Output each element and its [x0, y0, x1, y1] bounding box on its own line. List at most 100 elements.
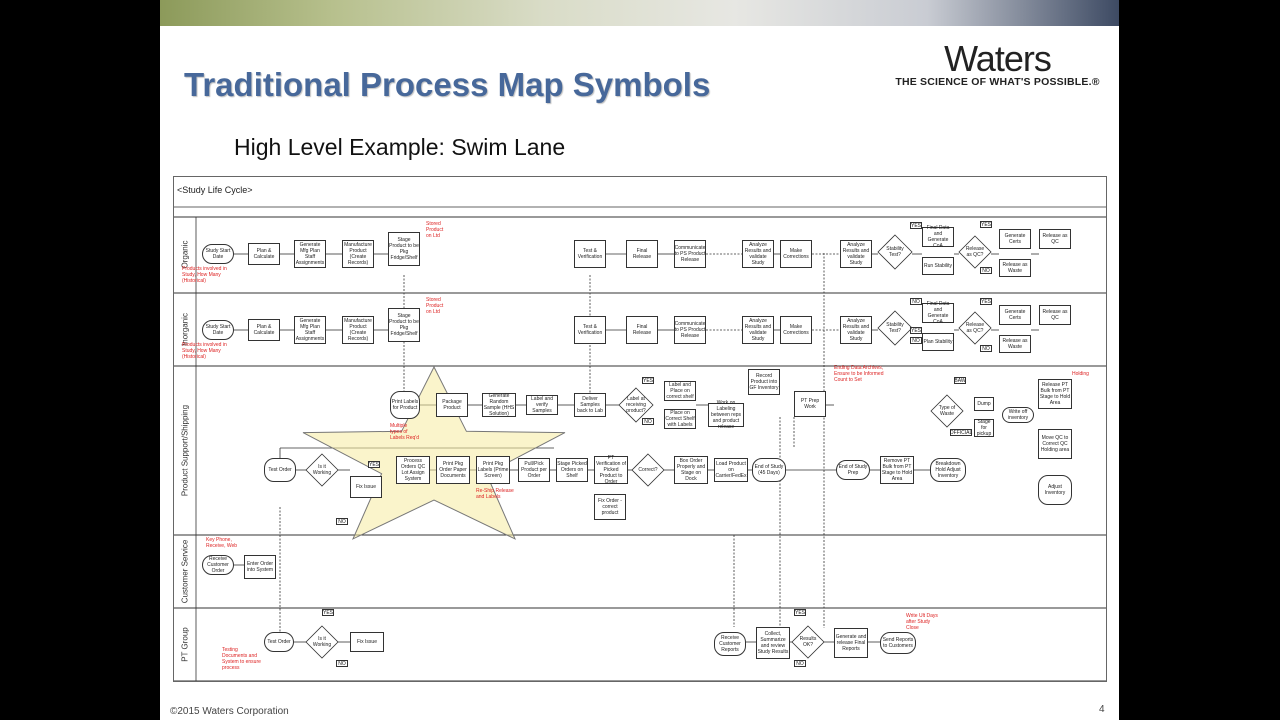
process-step: Final Data and Generate CoA	[922, 301, 954, 325]
process-step: Run Stability	[922, 257, 954, 275]
yes-no-flag: NO	[980, 267, 992, 274]
process-step: Generate Mfg Plan Staff Assignments	[294, 316, 326, 344]
is-working-decision: Is it Working	[312, 464, 332, 476]
red-annotation: Stored Product on Ltd	[426, 297, 444, 315]
process-step: Process Orders QC Lot Assign System	[396, 456, 430, 484]
process-step: Generate and release Final Reports	[834, 628, 868, 658]
process-step: Stage for pickup	[974, 419, 994, 437]
process-step: End of Study Prep	[836, 460, 870, 480]
process-step: Release PT Bulk from PT Stage to Hold Ar…	[1038, 379, 1072, 409]
process-step: Remove PT Bulk from PT Stage to Hold Are…	[880, 456, 914, 484]
process-step: Fix Issue	[350, 476, 382, 498]
lane-label: Inorganic	[180, 312, 190, 346]
process-step: Adjust Inventory	[1038, 475, 1072, 505]
process-step: Analyze Results and validate Study	[840, 240, 872, 268]
type-of-waste-decision: Type of Waste	[938, 405, 956, 417]
stability-test-decision: Stability Test?	[886, 246, 904, 258]
process-step: Collect, Summarize and review Study Resu…	[756, 627, 790, 659]
process-step: Analyze Results and validate Study	[742, 316, 774, 344]
red-annotation: Write Ult Days after Study Close	[906, 613, 938, 631]
yes-no-flag: YES	[910, 327, 922, 334]
process-step: Stage Picked Orders on Shelf	[556, 458, 588, 482]
process-step: Test & Verification	[574, 240, 606, 268]
process-step: Load Product on Carrier/FedEx	[714, 458, 748, 482]
process-step: Print Pkg Order Paper Documents	[436, 456, 470, 484]
start-step: Study Start Date	[202, 320, 234, 340]
lane-label: Product Support/Shipping	[180, 404, 190, 496]
yes-no-flag: NO	[910, 298, 922, 305]
process-step: Test & Verification	[574, 316, 606, 344]
red-annotation: Products involved in Study, How Many (Hi…	[182, 342, 227, 360]
process-step: Manufacture Product (Create Records)	[342, 240, 374, 268]
yes-no-flag: BAW	[954, 377, 966, 384]
correct-decision: Correct?	[638, 467, 658, 473]
label-decision: Label at receiving product?	[625, 396, 646, 414]
yes-no-flag: NO	[794, 660, 806, 667]
process-step: Receive Customer Order	[202, 555, 234, 575]
release-qc-decision: Release as QC?	[965, 322, 985, 334]
process-step: Make Corrections	[780, 240, 812, 268]
red-annotation: Stored Product on Ltd	[426, 221, 444, 239]
release-qc-decision-shape	[958, 311, 992, 345]
start-step: Study Start Date	[202, 244, 234, 264]
diagram-lines	[174, 206, 1106, 681]
yes-no-flag: NO	[336, 518, 348, 525]
process-step: Package Product	[436, 393, 468, 417]
process-step: Test Order	[264, 632, 294, 652]
logo-tagline: THE SCIENCE OF WHAT'S POSSIBLE.®	[895, 76, 1100, 88]
process-step: Generate Certs	[999, 305, 1031, 325]
process-step: Generate Mfg Plan Staff Assignments	[294, 240, 326, 268]
diagram-frame-label: <Study Life Cycle>	[177, 185, 253, 195]
process-step: Label and Place on correct shelf	[664, 381, 696, 401]
process-step: Stage Product to be Pkg Fridge/Shelf	[388, 308, 420, 342]
process-step: Print Labels for Product	[390, 391, 420, 419]
red-annotation: Testing Documents and System to ensure p…	[222, 647, 261, 671]
process-step: Write off inventory	[1002, 407, 1034, 423]
red-annotation: Multiple types of Labels Req'd	[390, 423, 420, 441]
slide-title: Traditional Process Map Symbols	[184, 66, 711, 103]
process-step: Label and verify Samples	[526, 395, 558, 415]
is-working-decision-shape	[305, 625, 339, 659]
correct-decision-shape	[631, 453, 665, 487]
process-step: Analyze Results and validate Study	[742, 240, 774, 268]
process-step: Plan & Calculate	[248, 319, 280, 341]
yes-no-flag: YES	[794, 609, 806, 616]
process-step: Analyze Results and validate Study	[840, 316, 872, 344]
process-step: Record Product into GF Inventory	[748, 369, 780, 395]
results-ok-decision: Results OK?	[799, 636, 817, 648]
process-step: PT Verification of Picked Product to Ord…	[594, 455, 628, 485]
red-annotation: Re-Ship Release and Labels	[476, 488, 514, 500]
process-step: Plan & Calculate	[248, 243, 280, 265]
process-step: Final Release	[626, 316, 658, 344]
process-step: Make Corrections	[780, 316, 812, 344]
process-step: Test Order	[264, 458, 296, 482]
release-qc-decision-shape	[958, 235, 992, 269]
yes-no-flag: YES	[980, 221, 992, 228]
process-step: Communicate to PS Product Release	[674, 240, 706, 268]
page-number: 4	[1099, 704, 1105, 715]
yes-no-flag: YES	[980, 298, 992, 305]
process-step: Move QC to Correct QC Holding area	[1038, 429, 1072, 459]
yes-no-flag: YES	[322, 609, 334, 616]
waters-logo: Waters THE SCIENCE OF WHAT'S POSSIBLE.®	[890, 38, 1105, 89]
process-step: Generate Random Sample (HHS Solution)	[482, 393, 516, 417]
yes-no-flag: OFFICIAL	[949, 429, 973, 436]
stability-test-decision-shape	[877, 310, 913, 346]
yes-no-flag: NO	[980, 345, 992, 352]
process-step: Communicate to PS Product Release	[674, 316, 706, 344]
process-step: Generate Certs	[999, 229, 1031, 249]
process-step: PT Prep Work	[794, 391, 826, 417]
slide: Traditional Process Map Symbols Waters T…	[160, 0, 1119, 720]
lane-label: PT Group	[180, 626, 190, 662]
stability-test-decision: Stability Test?	[886, 322, 904, 334]
yes-no-flag: YES	[910, 222, 922, 229]
release-qc-decision: Release as QC?	[965, 246, 985, 258]
stability-test-decision-shape	[877, 234, 913, 270]
yes-no-flag: NO	[336, 660, 348, 667]
label-decision-shape	[618, 387, 654, 423]
process-step: Deliver Samples back to Lab	[574, 393, 606, 417]
header-banner	[160, 0, 1119, 26]
logo-word: Waters	[944, 38, 1052, 79]
red-annotation: Ending Data Archives, Ensure to be Infor…	[834, 365, 884, 383]
